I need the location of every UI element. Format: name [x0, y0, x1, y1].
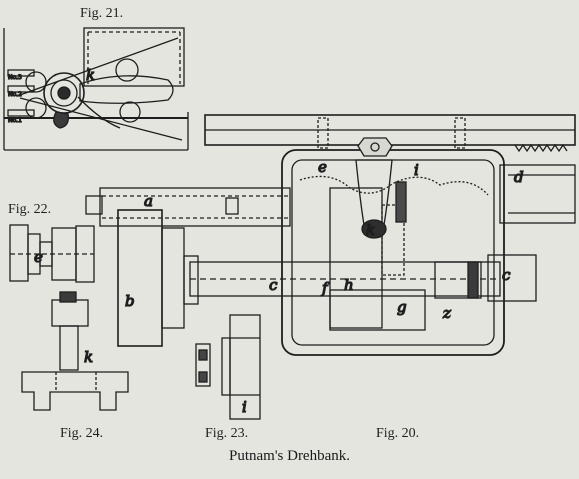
fig22-drawing: e	[9, 224, 95, 283]
fig22-label: Fig. 22.	[8, 202, 52, 217]
fig20-part-c-right: c	[502, 266, 511, 284]
fig20-part-z: z	[442, 304, 451, 322]
fig21-label: Fig. 21.	[80, 6, 124, 21]
fig20-part-e: e	[318, 158, 327, 176]
fig21-mark-1: No.1	[8, 117, 22, 124]
fig20-part-k: k	[366, 221, 375, 239]
fig23-drawing: i	[195, 314, 261, 420]
fig23-part-i: i	[242, 398, 247, 416]
fig20-part-h: h	[344, 276, 354, 294]
fig21-mark-3: No.3	[8, 74, 22, 81]
plate-caption: Putnam's Drehbank.	[228, 448, 351, 464]
fig20-part-i: i	[414, 161, 419, 179]
fig24-drawing: k	[21, 291, 129, 411]
fig20-part-d: d	[514, 168, 524, 186]
fig20-part-b: b	[125, 292, 135, 310]
fig20-part-f: f	[321, 279, 330, 297]
fig21-mark-2: No.2	[8, 91, 22, 98]
fig20-part-g: g	[397, 298, 407, 316]
fig21-part-k: k	[86, 66, 95, 84]
fig22-part-e: e	[34, 248, 43, 266]
fig20-label: Fig. 20.	[376, 426, 420, 441]
fig23-label: Fig. 23.	[205, 426, 249, 441]
fig24-part-k: k	[84, 348, 93, 366]
fig21-drawing: k No.3 No.2 No.1	[3, 27, 189, 151]
fig20-drawing: a c d c b e i k f h g z	[85, 114, 576, 356]
fig24-label: Fig. 24.	[60, 426, 104, 441]
fig20-part-a: a	[144, 192, 153, 210]
fig20-part-c: c	[269, 276, 278, 294]
